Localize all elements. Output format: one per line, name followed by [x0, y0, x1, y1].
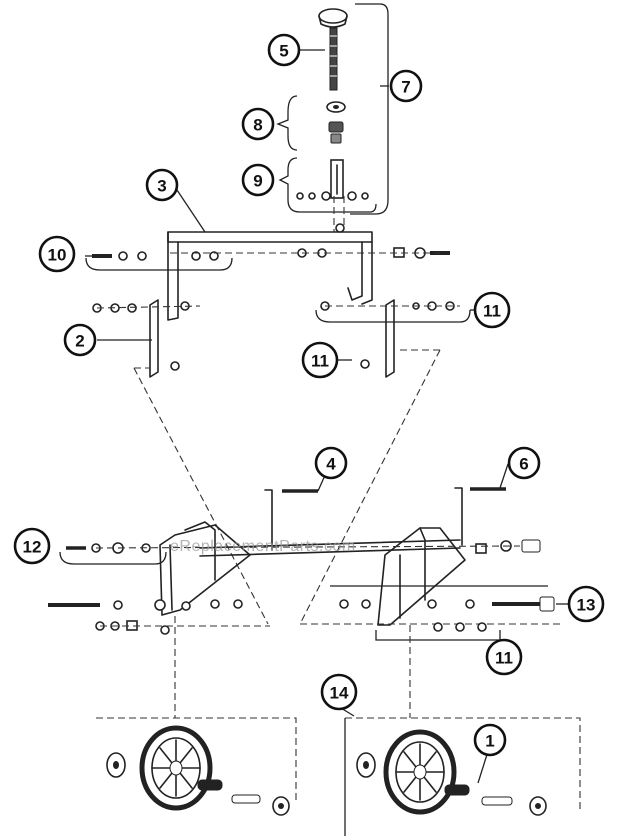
- callout-2: 2: [63, 323, 97, 357]
- svg-text:11: 11: [483, 302, 501, 321]
- left-wheel-assembly: [96, 717, 297, 816]
- height-adjust-knob: [318, 8, 348, 91]
- callout-11a: 11: [473, 291, 511, 329]
- svg-text:7: 7: [401, 78, 410, 97]
- svg-text:2: 2: [75, 332, 84, 351]
- svg-text:14: 14: [330, 684, 349, 703]
- callout-13: 13: [567, 585, 605, 623]
- callout-3: 3: [145, 168, 179, 202]
- bolt-row-left-lower: [48, 599, 270, 635]
- callout-14: 14: [320, 673, 358, 711]
- adjust-bracket: [296, 159, 369, 201]
- right-wheel-assembly: [344, 717, 581, 836]
- right-bolt-row: [170, 247, 450, 259]
- svg-text:8: 8: [253, 116, 262, 135]
- svg-text:9: 9: [253, 172, 262, 191]
- bolt-row-12: [59, 539, 541, 565]
- bolt-row-13: [300, 585, 560, 641]
- left-wheel-bracket: [159, 521, 251, 616]
- svg-text:13: 13: [577, 596, 596, 615]
- left-side-bracket: [92, 299, 201, 378]
- svg-text:11: 11: [311, 352, 329, 371]
- lower-axle-bar: [199, 487, 506, 557]
- callout-9: 9: [241, 163, 275, 197]
- washer-nut-set: [326, 101, 346, 144]
- svg-text:5: 5: [279, 42, 288, 61]
- svg-text:12: 12: [23, 538, 42, 557]
- callout-12: 12: [13, 527, 51, 565]
- callout-1: 1: [473, 723, 507, 757]
- callout-5: 5: [267, 33, 301, 67]
- svg-text:10: 10: [48, 246, 67, 265]
- callout-7: 7: [389, 69, 423, 103]
- callout-8: 8: [241, 107, 275, 141]
- callout-11c: 11: [485, 638, 523, 676]
- svg-text:4: 4: [326, 455, 336, 474]
- upper-cross-bar: [167, 223, 373, 321]
- svg-text:6: 6: [519, 455, 528, 474]
- callout-11b: 11: [301, 341, 339, 379]
- watermark-text: eReplacementParts.com: [170, 538, 356, 555]
- callout-10: 10: [38, 235, 76, 273]
- svg-text:1: 1: [485, 732, 494, 751]
- svg-text:3: 3: [157, 177, 166, 196]
- svg-text:11: 11: [495, 649, 513, 668]
- callout-6: 6: [507, 446, 541, 480]
- left-bolt-row: [85, 251, 233, 271]
- right-side-bracket: [315, 299, 471, 378]
- callout-4: 4: [314, 446, 348, 480]
